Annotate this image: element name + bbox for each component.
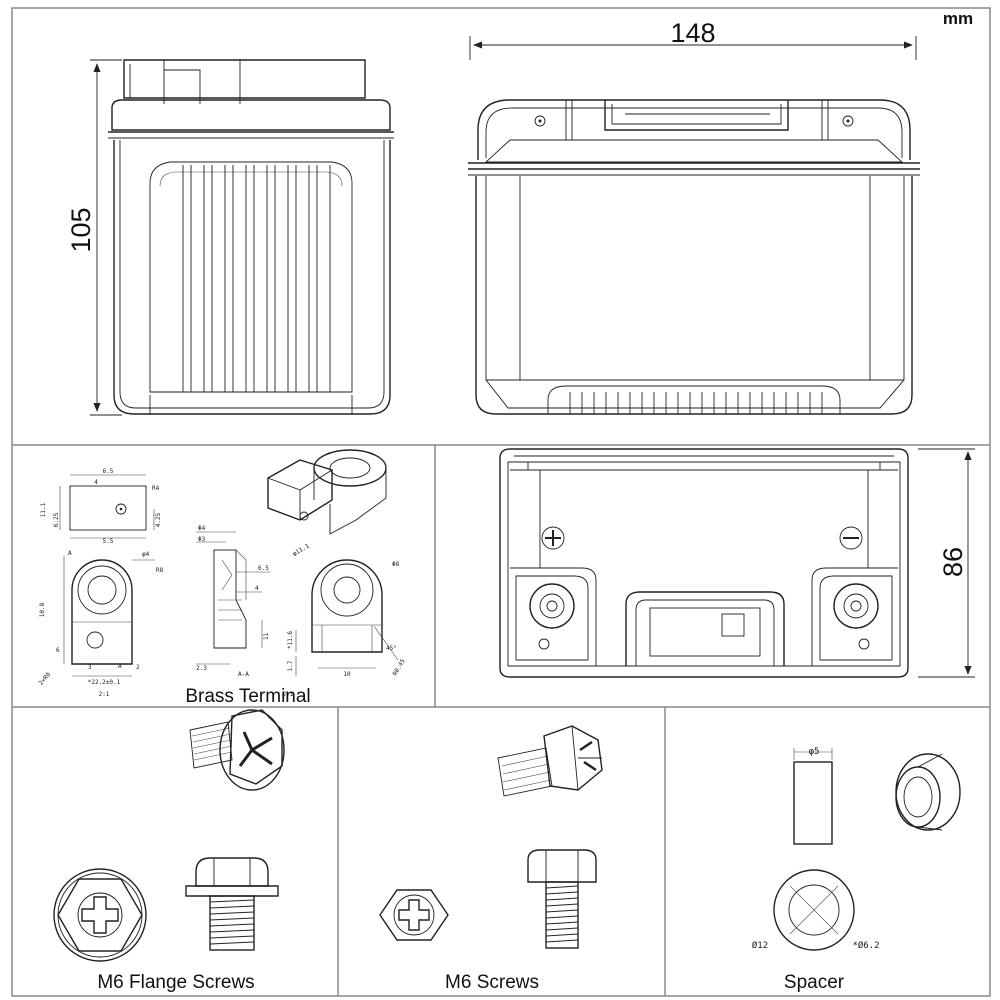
dim-2-3: 2.3 (196, 665, 207, 672)
flange-screw-top-icon (53, 868, 147, 962)
dim-1-7: 1.7 (287, 660, 294, 671)
dim-10-8: 10.8 (39, 602, 46, 617)
dim-2: 2 (136, 664, 140, 671)
section-a-a: A-A (238, 671, 249, 678)
screws-panel: M6 Screws (379, 725, 603, 993)
flange-screw-iso-icon (189, 709, 285, 791)
width-dimension: 148 (670, 18, 715, 48)
battery-front-view: 148 (468, 18, 920, 415)
flange-screws-title: M6 Flange Screws (97, 972, 254, 993)
dim-phi8: Φ8 (392, 561, 400, 568)
dim-phi4: φ4 (142, 551, 150, 558)
dim-6-25: 6.25 (53, 512, 60, 527)
spacer-width-dim: φ5 (809, 747, 820, 757)
dim-phi11-1: φ11.1 (292, 542, 311, 557)
dim-5-5: 5.5 (103, 538, 114, 545)
scale-2-1-a: 2:1 (99, 691, 110, 698)
dim-2x-r0: 2×R0 (38, 671, 53, 687)
terminal-iso-icon (267, 449, 387, 535)
dim-4-25: 4.25 (155, 512, 162, 527)
dim-r4: R4 (152, 485, 160, 492)
spacer-outer-dim: Ø12 (752, 940, 768, 951)
battery-top-view: 86 (499, 448, 975, 678)
sheet-frame (11, 7, 991, 997)
dim-aa1: A (68, 550, 72, 557)
dim-11: 11 (263, 632, 270, 640)
positive-post (529, 583, 575, 629)
spacer-title: Spacer (784, 972, 845, 993)
units-label: mm (943, 9, 973, 28)
dim-p3: Φ3 (198, 536, 206, 543)
screw-top-icon (379, 889, 449, 941)
spacer-iso-icon (895, 753, 961, 831)
flange-screw-side-icon (185, 857, 279, 951)
front-vent-slots (569, 392, 823, 414)
brass-terminal-title: Brass Terminal (185, 686, 310, 707)
minus-icon (839, 526, 863, 550)
side-ribs (182, 165, 331, 392)
dim-4-b: 4 (255, 585, 259, 592)
negative-post (833, 583, 879, 629)
flange-screws-panel: M6 Flange Screws (53, 709, 285, 993)
screw-side-icon (527, 849, 597, 949)
depth-dimension: 86 (938, 547, 968, 577)
dim-3: 3 (88, 664, 92, 671)
dim-10: 10 (343, 671, 351, 678)
brass-terminal-panel: 6.5 4 5.5 11.1 6.25 4.25 R4 φ4 R8 10.8 6… (38, 449, 407, 707)
spacer-top-icon (773, 869, 855, 951)
dim-p4: Φ4 (198, 525, 206, 532)
dim-11-1: 11.1 (40, 502, 47, 517)
spacer-inner-dim: *Ø6.2 (852, 940, 879, 951)
height-dimension: 105 (66, 207, 96, 252)
dim-4: 4 (94, 479, 98, 486)
dim-6-5-b: 6.5 (258, 565, 269, 572)
spacer-side-icon (793, 761, 833, 845)
dim-r0-45: R0.45 (392, 658, 407, 677)
spacer-panel: φ5 Ø12 *Ø6.2 Spacer (752, 747, 961, 993)
dim-aa2: A (118, 663, 122, 670)
scale-2-1-b: 2:1 (283, 691, 294, 698)
battery-side-view: 105 (66, 59, 394, 416)
dim-22-2: *22.2±0.1 (88, 679, 121, 686)
screw-iso-icon (497, 725, 603, 797)
screws-title: M6 Screws (445, 972, 539, 993)
dim-45: 45° (386, 645, 397, 652)
dim-11-6: *11.6 (287, 631, 294, 649)
dim-r8: R8 (156, 567, 164, 574)
dim-6: 6 (56, 647, 60, 654)
plus-icon (541, 526, 565, 550)
dim-6-5: 6.5 (103, 468, 114, 475)
